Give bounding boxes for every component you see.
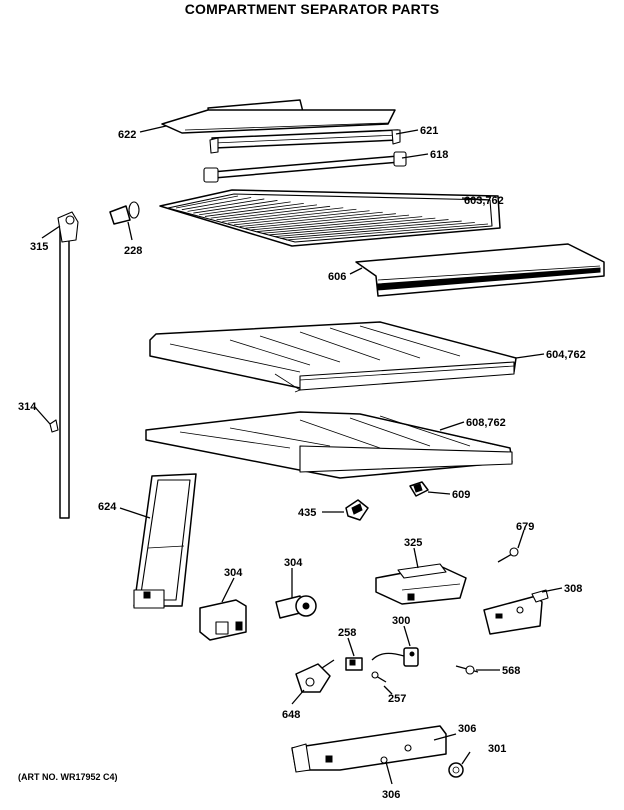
callout-306-top: 306: [458, 723, 476, 735]
callout-258: 258: [338, 627, 356, 639]
part-618-rod: [203, 151, 407, 183]
shelf-wire: [228, 208, 357, 224]
part-258-switch: [345, 657, 363, 671]
shelf-wire: [285, 223, 489, 241]
shelf-wire: [268, 219, 449, 236]
callout-608-762: 608,762: [466, 417, 506, 429]
part-568-screw: [455, 665, 479, 675]
shelf-wire: [251, 214, 410, 231]
part-621-rail: [209, 129, 401, 154]
callout-604-762: 604,762: [546, 349, 586, 361]
part-228-plug: [109, 201, 140, 225]
shelf-wire: [175, 195, 239, 209]
callout-435: 435: [298, 507, 316, 519]
callout-648: 648: [282, 709, 300, 721]
shelf-wire: [199, 201, 291, 216]
part-622-cover: [161, 99, 396, 134]
callout-314: 314: [18, 401, 37, 413]
part-606-trim: [355, 243, 605, 297]
callout-304-right: 304: [284, 557, 303, 569]
callout-622: 622: [118, 129, 136, 141]
callout-603-762: 603,762: [464, 195, 504, 207]
callout-304-left: 304: [224, 567, 243, 579]
callout-300: 300: [392, 615, 410, 627]
art-number: (ART NO. WR17952 C4): [18, 772, 118, 782]
callout-621: 621: [420, 125, 438, 137]
shelf-wire: [181, 197, 252, 211]
callout-315: 315: [30, 241, 48, 253]
callout-618: 618: [430, 149, 448, 161]
callout-624: 624: [98, 501, 117, 513]
shelf-wire: [239, 211, 383, 227]
part-679-screw: [497, 547, 519, 563]
callout-679: 679: [516, 521, 534, 533]
part-609-clip: [409, 481, 429, 497]
callout-308: 308: [564, 583, 582, 595]
shelf-wire: [210, 204, 317, 219]
callout-228: 228: [124, 245, 142, 257]
part-648-damper: [295, 659, 335, 693]
part-304-knob: [275, 595, 317, 619]
part-624-panel: [133, 473, 197, 609]
part-314-315-bar: [49, 211, 79, 519]
shelf-wire: [280, 222, 475, 239]
shelf-wire: [233, 210, 370, 226]
shelf-wire: [245, 213, 396, 229]
part-603-shelf: [159, 189, 501, 247]
part-300-thermostat: [371, 647, 419, 667]
part-304-switch-block: [199, 599, 247, 641]
callout-labels: 622 621 618 603,762 315 228 606 604,762 …: [18, 125, 586, 801]
leader-lines: [33, 125, 563, 785]
shelf-wire: [193, 200, 278, 214]
shelf-wire: [274, 220, 462, 238]
part-325-housing: [375, 563, 467, 605]
part-604-separator: [149, 321, 517, 393]
shelf-wire: [222, 207, 344, 222]
part-435-clip: [345, 499, 369, 521]
callout-568: 568: [502, 665, 520, 677]
shelf-wire: [187, 198, 265, 212]
shelf-wire: [216, 205, 331, 221]
part-608-separator: [145, 411, 513, 479]
callout-306-bottom: 306: [382, 789, 400, 801]
part-257-screw: [371, 671, 387, 683]
shelf-wire: [204, 202, 304, 217]
part-306-base: [291, 725, 447, 773]
shelf-wire: [262, 217, 436, 234]
part-301-knob: [448, 762, 464, 778]
callout-257: 257: [388, 693, 406, 705]
callout-606: 606: [328, 271, 346, 283]
callout-301: 301: [488, 743, 506, 755]
diagram-title: COMPARTMENT SEPARATOR PARTS: [184, 1, 440, 17]
shelf-wire: [257, 216, 423, 232]
callout-609: 609: [452, 489, 470, 501]
callout-325: 325: [404, 537, 422, 549]
part-308-bracket: [483, 589, 549, 635]
